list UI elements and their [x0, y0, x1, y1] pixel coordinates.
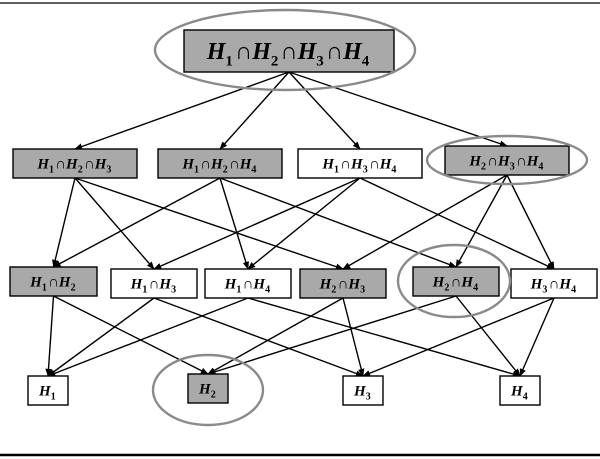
node-label-h1: H1 — [38, 383, 57, 402]
node-h23: H2 ∩H3 — [299, 268, 387, 299]
edge-h234-to-h23 — [342, 174, 508, 270]
node-h13: H1 ∩H3 — [110, 268, 198, 299]
node-label-h34: H3 ∩H4 — [530, 276, 578, 295]
edge-h12-to-h2 — [53, 295, 209, 375]
edge-h23-to-h3 — [342, 297, 365, 377]
edge-h123-to-h12 — [52, 177, 76, 268]
edge-h13-to-h3 — [153, 297, 364, 377]
edge-h23-to-h2 — [207, 297, 344, 375]
node-label-h13: H1 ∩H3 — [130, 276, 178, 295]
node-h124: H1 ∩H2 ∩H4 — [157, 148, 283, 179]
edge-h123-to-h13 — [74, 177, 155, 270]
edge-h24-to-h4 — [455, 295, 521, 377]
node-label-h134: H1 ∩H3 ∩H4 — [321, 156, 397, 175]
node-label-h234: H2 ∩H3 ∩H4 — [468, 153, 544, 172]
node-h2: H2 — [187, 373, 229, 404]
node-h234: H2 ∩H3 ∩H4 — [444, 145, 570, 176]
node-h123: H1 ∩H2 ∩H3 — [12, 148, 138, 179]
node-box-h23 — [299, 268, 387, 299]
node-box-h14 — [204, 268, 292, 299]
node-label-h23: H2 ∩H3 — [319, 276, 367, 295]
edge-h34-to-h3 — [362, 297, 555, 377]
edge-h124-to-h14 — [219, 177, 249, 270]
edges-layer — [45, 71, 555, 378]
node-h3: H3 — [342, 375, 384, 406]
node-box-h123 — [12, 148, 138, 179]
edge-h14-to-h1 — [47, 297, 249, 377]
node-label-h124: H1 ∩H2 ∩H4 — [181, 156, 257, 175]
nodes-layer: H1 ∩H2 ∩H3 ∩H4 H1 ∩H2 ∩H3 H1 ∩H2 ∩H4 H1 … — [9, 29, 598, 406]
node-label-h2: H2 — [198, 381, 217, 400]
edge-h134-to-h34 — [359, 177, 555, 270]
node-label-h123: H1 ∩H2 ∩H3 — [36, 156, 112, 175]
node-h12: H1 ∩H2 — [9, 266, 98, 297]
edge-h12-to-h1 — [45, 295, 55, 377]
node-box-h24 — [412, 266, 500, 297]
highlight-ellipse-h234 — [425, 134, 589, 186]
node-box-h13 — [110, 268, 198, 299]
edge-h1234-to-h134 — [288, 71, 361, 150]
edge-h134-to-h14 — [247, 177, 361, 270]
node-box-h2 — [187, 373, 229, 404]
highlight-ellipse-h24 — [396, 243, 512, 319]
node-box-h3 — [342, 375, 384, 406]
node-h4: H4 — [499, 375, 541, 406]
edge-h234-to-h34 — [506, 174, 555, 270]
node-label-h24: H2 ∩H4 — [432, 274, 480, 293]
edge-h234-to-h24 — [455, 174, 508, 268]
edge-h13-to-h1 — [47, 297, 155, 377]
edge-h1234-to-h234 — [288, 71, 508, 147]
node-h24: H2 ∩H4 — [412, 266, 500, 297]
node-box-h234 — [444, 145, 570, 176]
node-h134: H1 ∩H3 ∩H4 — [297, 148, 423, 179]
edge-h124-to-h24 — [219, 177, 457, 268]
node-h1234: H1 ∩H2 ∩H3 ∩H4 — [183, 29, 395, 73]
node-box-h1234 — [183, 29, 395, 73]
edge-h1234-to-h124 — [219, 71, 290, 150]
node-label-h3: H3 — [353, 383, 372, 402]
node-box-h12 — [9, 266, 98, 297]
node-h14: H1 ∩H4 — [204, 268, 292, 299]
highlight-ellipses-layer — [151, 8, 589, 427]
edge-h1234-to-h123 — [74, 71, 290, 150]
edge-h14-to-h4 — [247, 297, 521, 378]
edge-h124-to-h12 — [52, 177, 221, 268]
edge-h34-to-h4 — [519, 297, 555, 377]
node-h1: H1 — [27, 375, 69, 406]
node-box-h34 — [510, 268, 598, 299]
edge-h123-to-h23 — [74, 177, 344, 270]
highlight-ellipse-h1234 — [153, 8, 417, 92]
node-label-h4: H4 — [510, 383, 529, 402]
node-box-h1 — [27, 375, 69, 406]
node-label-h14: H1 ∩H4 — [224, 276, 272, 295]
edge-h134-to-h13 — [153, 177, 361, 270]
node-h34: H3 ∩H4 — [510, 268, 598, 299]
node-box-h134 — [297, 148, 423, 179]
node-box-h124 — [157, 148, 283, 179]
edge-h24-to-h2 — [207, 295, 457, 375]
highlight-ellipse-h2 — [151, 353, 265, 427]
node-label-h1234: H1 ∩H2 ∩H3 ∩H4 — [206, 39, 372, 70]
node-label-h12: H1 ∩H2 — [29, 274, 77, 293]
node-box-h4 — [499, 375, 541, 406]
